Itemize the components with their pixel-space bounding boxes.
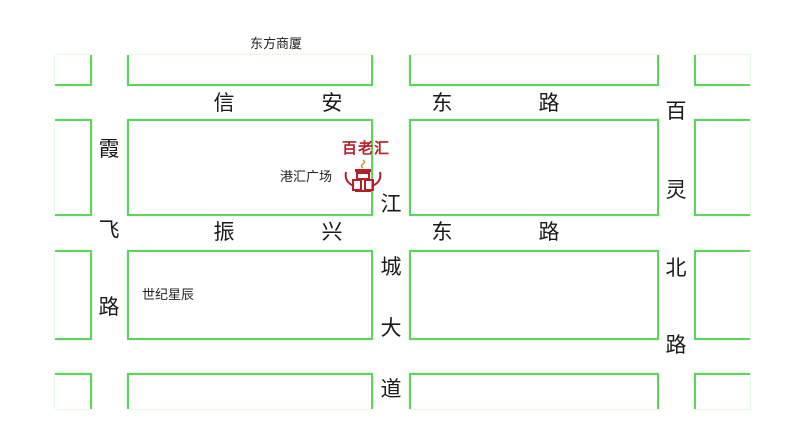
block-r2-c1: [55, 119, 92, 216]
road-jiangcheng-char: 江: [380, 192, 402, 216]
road-bailing-north-char: 灵: [665, 178, 687, 202]
block-r1-c2: [127, 55, 373, 86]
road-zhenxing-east-char: 东: [431, 220, 453, 244]
block-r2-c3: [409, 119, 659, 216]
landmark-ganghui-plaza: 港汇广场: [280, 170, 333, 185]
block-r1-c3: [409, 55, 659, 86]
landmark-shiji-xingchen: 世纪星辰: [142, 288, 195, 303]
road-zhenxing-east-char: 兴: [321, 220, 343, 244]
road-xiafei-char: 路: [98, 295, 120, 319]
landmark-dongfang-shangsha: 东方商厦: [250, 37, 303, 52]
brand-logo-icon: [342, 158, 384, 194]
block-r3-c4: [694, 250, 750, 340]
road-xinan-east-char: 路: [538, 91, 560, 115]
brand-name-bailaohui: 百老汇: [342, 139, 391, 157]
block-r3-c1: [55, 250, 92, 340]
block-r4-c2: [127, 373, 373, 409]
road-bailing-north-char: 北: [665, 256, 687, 280]
block-r1-c4: [694, 55, 750, 86]
block-r2-c4: [694, 119, 750, 216]
block-r3-c2: [127, 250, 373, 340]
road-xiafei-char: 霞: [98, 137, 120, 161]
road-xinan-east-char: 安: [321, 91, 343, 115]
road-xiafei-char: 飞: [98, 218, 120, 242]
block-r4-c4: [694, 373, 750, 409]
block-r1-c1: [55, 55, 92, 86]
road-bailing-north-char: 百: [665, 99, 687, 123]
road-zhenxing-east-char: 振: [213, 220, 235, 244]
road-jiangcheng-char: 道: [380, 377, 402, 401]
block-r3-c3: [409, 250, 659, 340]
road-bailing-north-char: 路: [665, 333, 687, 357]
block-r4-c1: [55, 373, 92, 409]
road-xinan-east-char: 信: [213, 91, 235, 115]
block-r4-c3: [409, 373, 659, 409]
block-r2-c2: [127, 119, 373, 216]
road-xinan-east-char: 东: [431, 91, 453, 115]
road-zhenxing-east-char: 路: [538, 220, 560, 244]
road-jiangcheng-char: 城: [380, 255, 402, 279]
road-jiangcheng-char: 大: [380, 316, 402, 340]
